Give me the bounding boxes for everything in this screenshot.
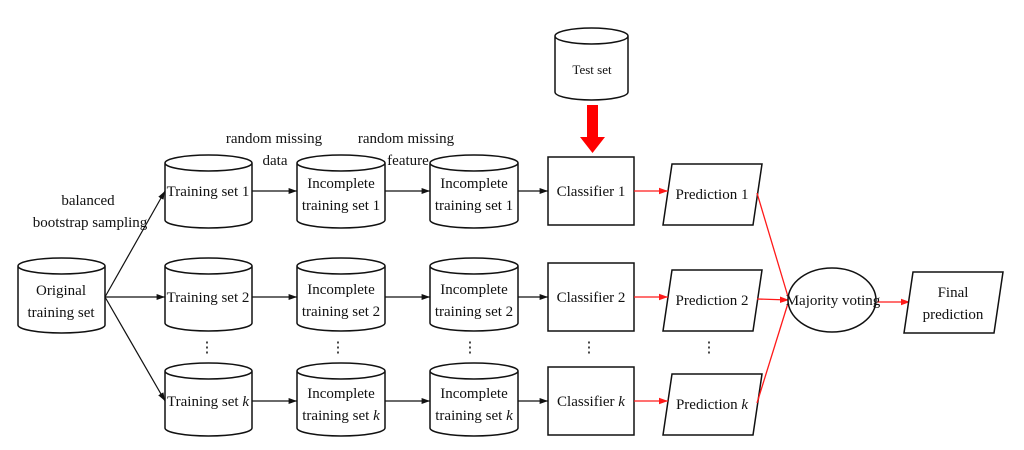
k-label: k [741, 397, 748, 413]
incomplete-set-a-cylinder-2-body [296, 257, 386, 332]
bootstrap-label-2: bootstrap sampling [33, 215, 148, 231]
final-prediction-label-1: Final [938, 285, 969, 301]
incomplete-set-b-cylinder-2 [429, 257, 519, 332]
bootstrap-arrow-3 [104, 296, 166, 402]
incomplete-set-b-cylinder-2-body [429, 257, 519, 332]
missing-feature-label-2: feature [387, 153, 429, 169]
incomplete-set-label-a-1: training set 1 [302, 198, 380, 214]
vote-line-3 [756, 299, 790, 404]
classifier-label-1: Classifier 1 [557, 184, 626, 200]
original-label-2: training set [27, 305, 95, 321]
k-label: k [618, 394, 625, 410]
incomplete-set-label-a-2: training set 2 [302, 304, 380, 320]
missing-feature-label-1: random missing [358, 131, 455, 147]
k-label: k [373, 408, 380, 424]
incomplete-set-b-cylinder-3 [429, 362, 519, 437]
prediction-box-3 [662, 373, 763, 436]
training-set-cylinder-3-body [164, 362, 253, 437]
training-set-cylinder-1-body [164, 154, 253, 229]
classifier-label-2: Classifier 2 [557, 290, 626, 306]
prediction-label-3: Prediction k [676, 397, 748, 413]
majority-voting-ellipse [787, 267, 877, 333]
ellipsis-3: ⋮ [463, 340, 478, 356]
incomplete-label-b-1: Incomplete [440, 176, 508, 192]
test-set-label: Test set [572, 62, 612, 77]
prediction-box-2 [662, 269, 763, 332]
incomplete-label-b-3: Incomplete [440, 386, 508, 402]
final-prediction-box [903, 271, 1004, 334]
incomplete-set-b-cylinder-3-body [429, 362, 519, 437]
test-set-cylinder-body [554, 27, 629, 101]
ellipsis-5: ⋮ [702, 340, 717, 356]
k-label: k [506, 408, 513, 424]
incomplete-set-label-b-3: training set k [435, 408, 513, 424]
original-training-set-cylinder-body [17, 257, 106, 334]
bootstrap-arrow-1 [104, 190, 166, 298]
prediction-label-1: Prediction 1 [676, 187, 749, 203]
incomplete-set-a-cylinder-3-body [296, 362, 386, 437]
ellipsis-1: ⋮ [200, 340, 215, 356]
training-set-cylinder-2 [164, 257, 253, 332]
classifier-label-3: Classifier k [557, 394, 625, 410]
vote-line-2 [756, 296, 790, 303]
bootstrap-label-1: balanced [61, 193, 115, 209]
test-input-arrow [580, 105, 605, 153]
incomplete-set-b-cylinder-1-body [429, 154, 519, 229]
incomplete-label-a-1: Incomplete [307, 176, 375, 192]
incomplete-set-a-cylinder-1 [296, 154, 386, 229]
test-set-cylinder [554, 27, 629, 101]
incomplete-set-label-b-2: training set 2 [435, 304, 513, 320]
incomplete-set-a-cylinder-3 [296, 362, 386, 437]
final-prediction-label-2: prediction [923, 307, 984, 323]
training-set-cylinder-2-body [164, 257, 253, 332]
majority-voting-label: Majority voting [786, 293, 881, 309]
training-set-label-1: Training set 1 [167, 184, 250, 200]
training-set-cylinder-1 [164, 154, 253, 229]
training-set-label-2: Training set 2 [167, 290, 250, 306]
original-label-1: Original [36, 283, 86, 299]
incomplete-set-a-cylinder-1-body [296, 154, 386, 229]
incomplete-set-label-b-1: training set 1 [435, 198, 513, 214]
missing-data-label-1: random missing [226, 131, 323, 147]
training-set-label-3: Training set k [167, 394, 249, 410]
vote-line-1 [756, 192, 790, 301]
prediction-label-2: Prediction 2 [676, 293, 749, 309]
classifier-box-3 [547, 366, 635, 436]
incomplete-set-label-a-3: training set k [302, 408, 380, 424]
incomplete-label-a-2: Incomplete [307, 282, 375, 298]
incomplete-set-a-cylinder-2 [296, 257, 386, 332]
ellipsis-4: ⋮ [582, 340, 597, 356]
prediction-box-1 [662, 163, 763, 226]
incomplete-set-b-cylinder-1 [429, 154, 519, 229]
incomplete-label-a-3: Incomplete [307, 386, 375, 402]
k-label: k [242, 394, 249, 410]
ellipsis-2: ⋮ [331, 340, 346, 356]
incomplete-label-b-2: Incomplete [440, 282, 508, 298]
original-training-set-cylinder [17, 257, 106, 334]
missing-data-label-2: data [263, 153, 288, 169]
training-set-cylinder-3 [164, 362, 253, 437]
